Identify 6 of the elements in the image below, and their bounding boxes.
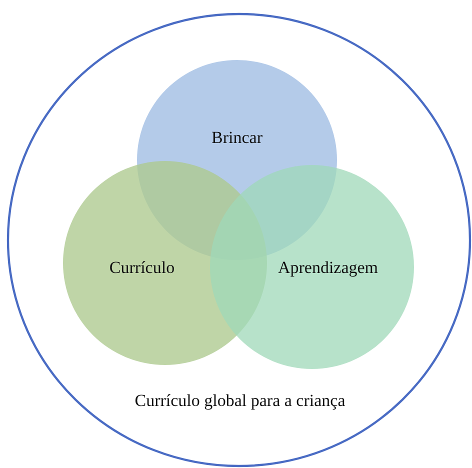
venn-circle: [210, 165, 414, 369]
circle-label: Brincar: [212, 128, 262, 148]
circle-label: Currículo global para a criança: [134, 391, 346, 411]
circle-label: Aprendizagem: [278, 258, 378, 278]
circle-label: Currículo: [109, 258, 175, 278]
venn-circle: [8, 14, 470, 466]
